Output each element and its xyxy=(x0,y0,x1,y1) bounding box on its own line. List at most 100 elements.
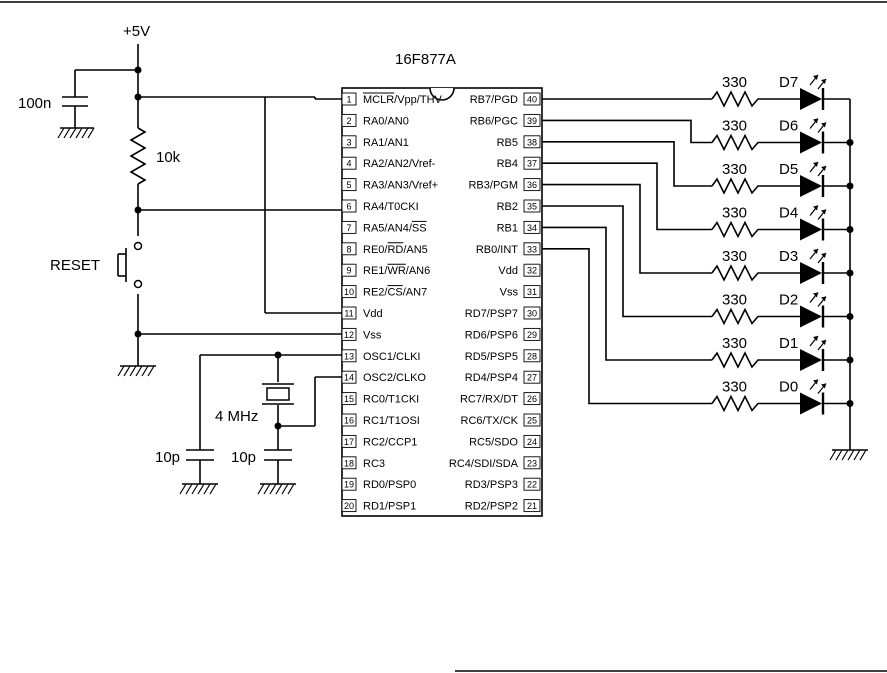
pin-number-box xyxy=(523,263,541,277)
resistor-label: 330 xyxy=(722,118,747,135)
pin-label: OSC1/CLKI xyxy=(363,351,420,363)
pin-label: RB0/INT xyxy=(476,244,518,256)
pin-label: RE1/WR/AN6 xyxy=(363,265,430,277)
led-wire xyxy=(542,141,712,187)
resistor-label: 330 xyxy=(722,335,747,352)
pin-label: RB5 xyxy=(497,137,518,149)
supply-label: +5V xyxy=(123,23,150,40)
pin-label: Vss xyxy=(500,287,519,299)
pin-number-box xyxy=(341,263,357,277)
ground-symbol-bypass xyxy=(57,127,95,139)
pin-label: RC6/TX/CK xyxy=(461,415,519,427)
pin-number-box xyxy=(341,499,357,513)
led-diode xyxy=(800,175,822,197)
bypass-capacitor xyxy=(62,96,88,128)
led-label: D5 xyxy=(779,161,798,178)
pin-label: RE0/RD/AN5 xyxy=(363,244,428,256)
chip-body xyxy=(341,87,543,517)
pin-label: RA0/AN0 xyxy=(363,115,409,127)
led-diode xyxy=(800,349,822,371)
bypass-cap-label: 100n xyxy=(18,95,51,112)
light-arrowhead xyxy=(821,122,826,128)
pin-number-box xyxy=(523,327,541,341)
pin-number-box xyxy=(523,285,541,299)
pin-label: MCLR/Vpp/THV xyxy=(363,94,443,106)
pin-number: 3 xyxy=(346,137,351,147)
pin-label: RD5/PSP5 xyxy=(465,351,518,363)
pin-number: 21 xyxy=(527,501,537,511)
resistor xyxy=(711,90,800,108)
pin-label: RA1/AN1 xyxy=(363,137,409,149)
pin-number-box xyxy=(523,178,541,192)
pin-label: RD1/PSP1 xyxy=(363,501,416,513)
led-wire xyxy=(542,119,712,144)
resistor-label: 330 xyxy=(722,379,747,396)
pin-label: RD2/PSP2 xyxy=(465,501,518,513)
pin-number: 17 xyxy=(344,437,354,447)
pin-number-box xyxy=(523,135,541,149)
resistor xyxy=(711,394,800,413)
pin-number-box xyxy=(523,477,541,491)
pullup-resistor xyxy=(129,127,147,185)
load-capacitor-2 xyxy=(264,449,292,484)
light-arrowhead xyxy=(813,75,818,80)
pin-number-box xyxy=(341,434,357,448)
pin-number: 30 xyxy=(527,309,537,319)
pin-number: 6 xyxy=(346,202,351,212)
pin-number-box xyxy=(523,370,541,384)
right-pins: 40RB7/PGD39RB6/PGC38RB537RB436RB3/PGM35R… xyxy=(449,92,541,513)
pin-label: RB4 xyxy=(497,158,518,170)
pin-number: 28 xyxy=(527,351,537,361)
resistor-label: 330 xyxy=(722,74,747,91)
light-arrowhead xyxy=(813,118,818,124)
pin-number-box xyxy=(523,349,541,363)
junction-dots xyxy=(134,66,282,430)
pin-number: 34 xyxy=(527,223,537,233)
pin-number-box xyxy=(341,456,357,470)
pin-label: RB3/PGM xyxy=(468,180,518,192)
pin-number: 8 xyxy=(346,244,351,254)
resistor xyxy=(711,220,800,239)
resistor xyxy=(711,264,800,282)
pin-number-box xyxy=(341,242,357,256)
pin-number-box xyxy=(341,392,357,406)
supply-rail xyxy=(74,44,342,334)
light-arrowhead xyxy=(821,166,826,171)
pin-label: RA5/AN4/SS xyxy=(363,222,427,234)
pin-number: 37 xyxy=(527,159,537,169)
pin-number-box xyxy=(523,92,541,106)
chip-name: 16F877A xyxy=(395,51,456,68)
led-wire xyxy=(542,205,712,318)
led-diode xyxy=(800,218,822,241)
pin-number-box xyxy=(341,92,357,106)
pin-number-box xyxy=(523,434,541,448)
pin-number-box xyxy=(341,306,357,320)
pin-number-box xyxy=(523,413,541,427)
pin-number: 27 xyxy=(527,373,537,383)
light-arrowhead xyxy=(813,205,818,211)
light-arrowhead xyxy=(821,383,826,389)
pin-number: 36 xyxy=(527,180,537,190)
pin-number-box xyxy=(523,199,541,213)
led-wire xyxy=(542,248,712,405)
led-label: D3 xyxy=(779,248,798,265)
led-diode xyxy=(800,392,822,415)
pin-number: 2 xyxy=(346,116,351,126)
pin-number-box xyxy=(341,285,357,299)
pin-label: RC7/RX/DT xyxy=(460,394,518,406)
pin-number-box xyxy=(341,199,357,213)
pin-number: 20 xyxy=(344,501,354,511)
light-arrowhead xyxy=(813,336,818,341)
pin-label: RB6/PGC xyxy=(470,115,518,127)
pin-label: RB2 xyxy=(497,201,518,213)
pin-number: 16 xyxy=(344,416,354,426)
led-label: D0 xyxy=(779,379,798,396)
